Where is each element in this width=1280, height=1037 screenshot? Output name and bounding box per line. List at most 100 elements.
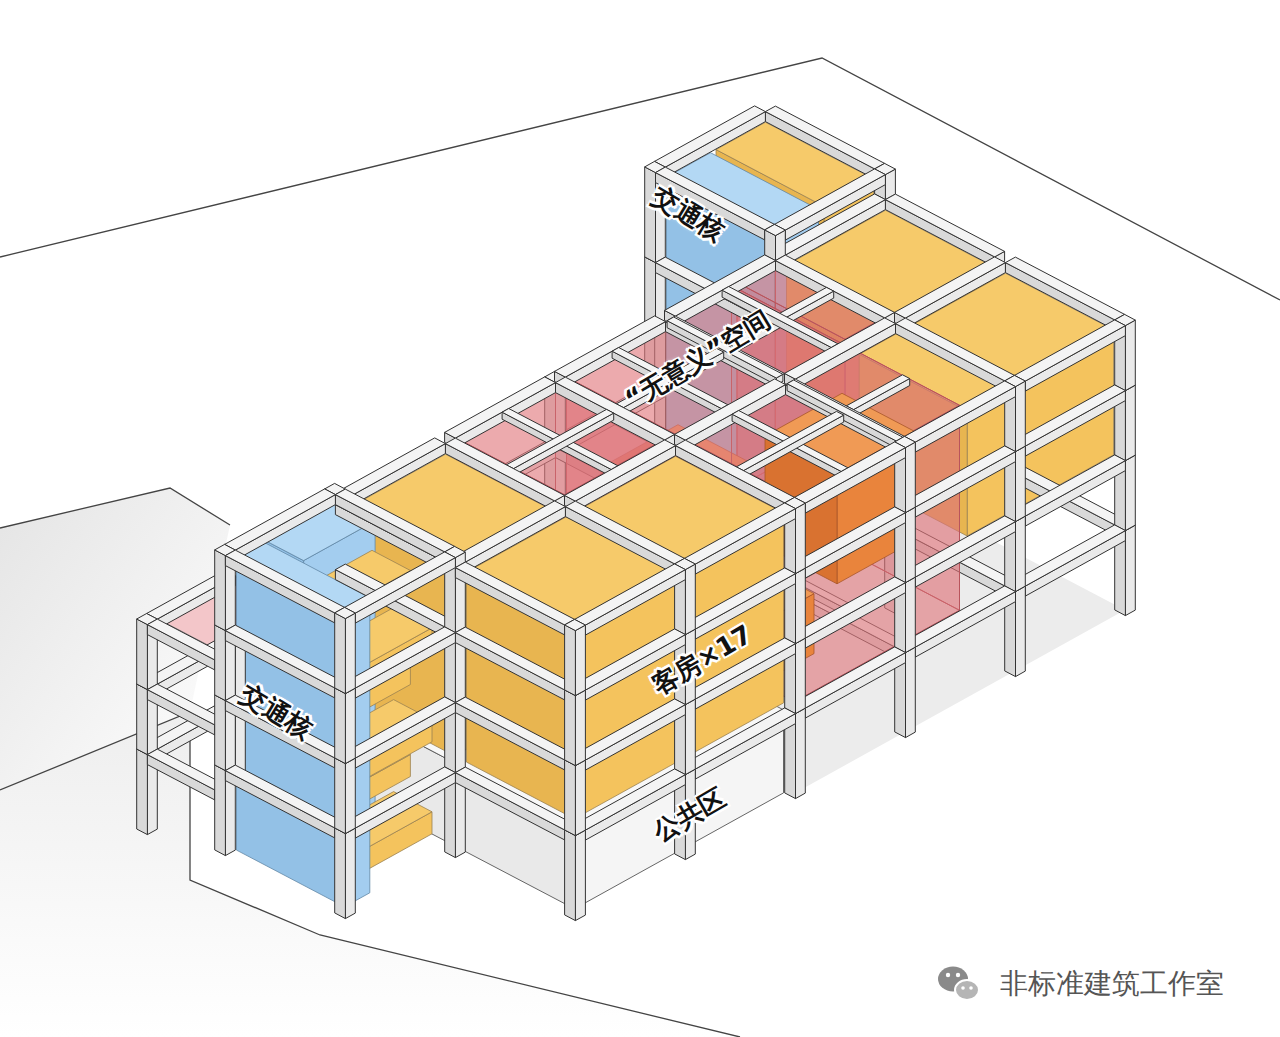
face xyxy=(335,758,346,834)
face xyxy=(575,699,686,760)
face xyxy=(695,714,795,780)
face xyxy=(1015,525,1126,586)
column xyxy=(335,607,356,693)
face xyxy=(225,550,344,613)
face xyxy=(795,442,906,503)
face xyxy=(345,828,355,919)
beam xyxy=(905,586,1016,657)
face xyxy=(225,556,334,623)
face xyxy=(147,619,224,660)
face xyxy=(575,625,585,696)
beam xyxy=(795,507,906,578)
face xyxy=(906,647,916,738)
face xyxy=(345,758,355,834)
face xyxy=(685,708,796,769)
face xyxy=(795,507,906,568)
beam xyxy=(1015,320,1126,391)
face xyxy=(665,112,765,178)
beam xyxy=(147,619,224,670)
beam xyxy=(905,446,1016,517)
face xyxy=(565,830,576,921)
face xyxy=(765,112,874,179)
watermark-holder: 非标准建筑工作室 xyxy=(1000,967,1224,1001)
face xyxy=(846,375,909,410)
beam xyxy=(345,767,456,838)
site-boundary xyxy=(0,58,1280,300)
face xyxy=(685,564,695,635)
face xyxy=(906,577,916,653)
face xyxy=(565,440,676,501)
column xyxy=(565,754,586,835)
face xyxy=(796,708,806,799)
face xyxy=(1125,385,1135,461)
beam xyxy=(225,625,344,698)
face xyxy=(805,653,905,719)
face xyxy=(455,501,566,562)
beam xyxy=(147,749,224,800)
face xyxy=(575,690,585,766)
face xyxy=(1015,455,1126,516)
face xyxy=(765,106,884,169)
face xyxy=(1016,586,1026,677)
face xyxy=(585,570,685,636)
face xyxy=(796,638,806,714)
face xyxy=(345,627,456,688)
face xyxy=(896,318,1015,381)
face xyxy=(225,765,344,828)
face xyxy=(565,619,586,630)
face xyxy=(335,607,356,618)
face xyxy=(147,684,224,725)
column xyxy=(565,824,586,920)
column xyxy=(335,752,356,833)
face xyxy=(575,446,675,512)
face xyxy=(575,830,585,921)
face xyxy=(1025,531,1125,597)
beam xyxy=(335,489,454,562)
beam xyxy=(775,169,886,240)
beam xyxy=(225,550,344,623)
face xyxy=(805,513,905,579)
face xyxy=(335,495,444,562)
face xyxy=(732,411,848,472)
beam xyxy=(685,503,796,574)
face xyxy=(805,583,905,649)
face xyxy=(215,765,226,856)
beam xyxy=(455,697,574,770)
face xyxy=(775,169,886,230)
face xyxy=(355,773,455,839)
face xyxy=(1016,446,1026,521)
watermark: 非标准建筑工作室 xyxy=(1000,967,1224,1000)
face xyxy=(906,507,916,582)
terrain-edge xyxy=(0,488,230,528)
face xyxy=(915,387,1015,453)
beam xyxy=(905,516,1016,587)
beam xyxy=(147,684,224,735)
face xyxy=(455,633,564,700)
face xyxy=(455,562,574,625)
face xyxy=(345,552,456,613)
face xyxy=(147,749,224,790)
face xyxy=(676,446,785,513)
face xyxy=(455,767,574,830)
face xyxy=(455,697,574,760)
column xyxy=(565,619,586,695)
beam xyxy=(225,489,336,560)
guest-room-volume xyxy=(467,456,784,819)
beam xyxy=(1015,525,1126,596)
face xyxy=(575,564,686,625)
beam xyxy=(455,767,574,840)
face xyxy=(215,625,226,701)
face xyxy=(355,633,455,699)
face xyxy=(744,415,844,478)
face xyxy=(355,558,455,624)
face xyxy=(335,613,346,694)
face xyxy=(465,507,565,572)
beam xyxy=(565,440,676,511)
column xyxy=(565,684,586,765)
beam xyxy=(502,409,618,477)
face xyxy=(455,773,564,840)
face xyxy=(1005,257,1124,320)
site-plane xyxy=(0,58,1280,1037)
